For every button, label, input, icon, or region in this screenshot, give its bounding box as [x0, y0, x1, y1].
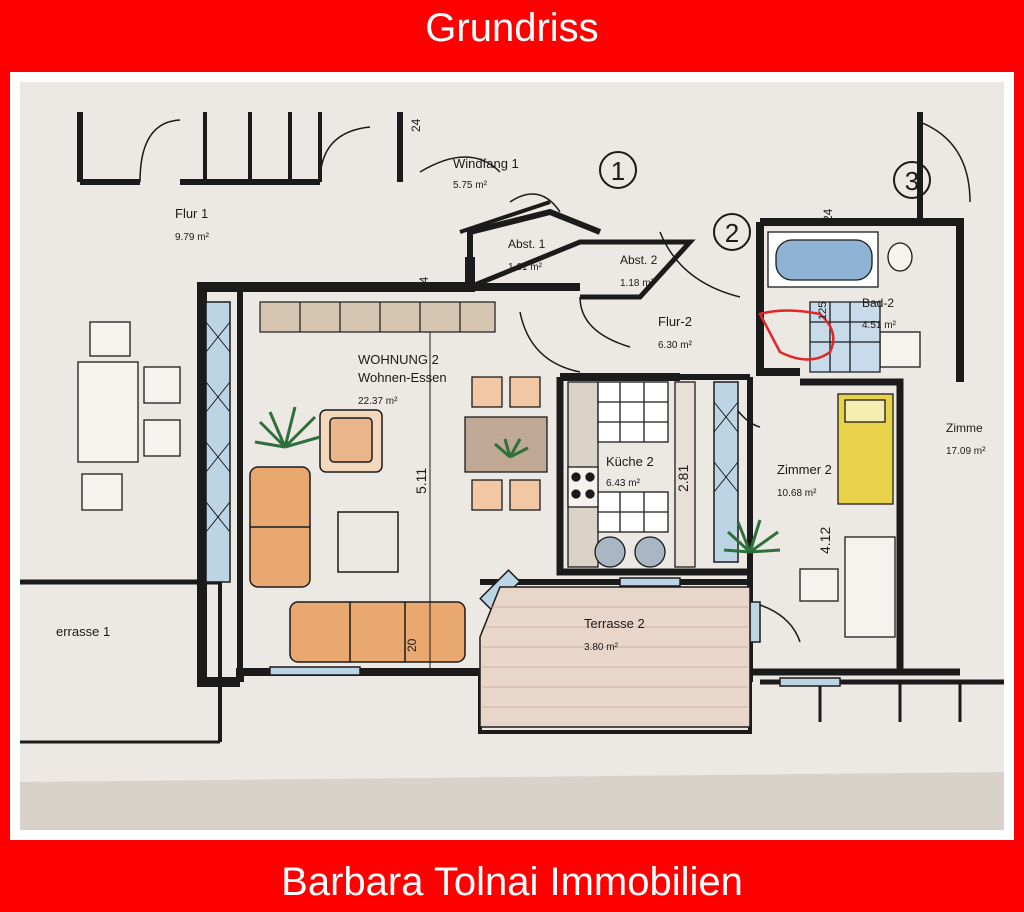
dimension-label: 20 — [405, 638, 419, 652]
dimension-label: 24 — [417, 276, 431, 290]
dimension-label: 24 — [821, 208, 835, 222]
dimension-label: 5.11 — [413, 468, 429, 494]
room-name: Abst. 1 — [508, 237, 546, 251]
plants — [254, 406, 781, 554]
marker-3: 3 — [893, 161, 931, 199]
floor-plan-photo: 1 2 3 Flur 1 9.79 m² Windfang 1 5.75 m² … — [20, 82, 1004, 830]
room-name: Terrasse 2 — [584, 616, 645, 631]
room-name: WOHNUNG 2 — [358, 352, 439, 367]
company-name: Barbara Tolnai Immobilien — [281, 860, 743, 904]
room-area: 4.51 m² — [862, 320, 897, 331]
marker-1: 1 — [599, 151, 637, 189]
door-swings — [139, 119, 971, 643]
dimension-label: 125 — [817, 302, 829, 320]
bedroom-furniture — [799, 393, 896, 638]
room-area: 3.80 m² — [584, 642, 619, 653]
room-name: Windfang 1 — [453, 156, 519, 171]
room-area: 1.18 m² — [620, 278, 655, 289]
room-name: Wohnen-Essen — [358, 370, 447, 385]
room-name: Zimmer 2 — [777, 462, 832, 477]
floor-plan: 1 2 3 Flur 1 9.79 m² Windfang 1 5.75 m² … — [20, 82, 1004, 830]
terrace-furniture — [77, 321, 181, 511]
room-name: Abst. 2 — [620, 253, 658, 267]
dimension-labels: 24 24 24 125 5.11 2.81 4.12 20 — [405, 118, 835, 652]
room-name: Flur-2 — [658, 314, 692, 329]
room-area: 1.61 m² — [508, 262, 543, 273]
room-name: Bad-2 — [862, 296, 894, 310]
dimension-label: 2.81 — [675, 465, 691, 492]
room-area: 17.09 m² — [946, 446, 986, 457]
coffee-table — [337, 511, 399, 573]
room-area: 10.68 m² — [777, 488, 817, 499]
paper-shadow — [20, 772, 1004, 830]
room-name: errasse 1 — [56, 624, 110, 639]
highlight-mark — [758, 309, 835, 361]
room-area: 6.30 m² — [658, 340, 693, 351]
armchair — [319, 409, 383, 473]
dimension-label: 24 — [409, 118, 423, 132]
windows — [205, 301, 841, 687]
header-title: Grundriss — [425, 6, 599, 50]
room-area: 5.75 m² — [453, 180, 488, 191]
sofa — [249, 466, 466, 663]
room-name: Flur 1 — [175, 206, 208, 221]
room-labels: Flur 1 9.79 m² Windfang 1 5.75 m² Abst. … — [56, 156, 986, 653]
svg-text:3: 3 — [905, 166, 919, 196]
room-area: 6.43 m² — [606, 478, 641, 489]
room-name: Zimme — [946, 421, 983, 435]
marker-2: 2 — [713, 213, 751, 251]
room-area: 9.79 m² — [175, 232, 210, 243]
svg-text:2: 2 — [725, 218, 739, 248]
room-name: Küche 2 — [606, 454, 654, 469]
terrace-floor — [479, 586, 751, 728]
kitchen-units — [567, 381, 696, 568]
svg-text:1: 1 — [611, 156, 625, 186]
dimension-label: 4.12 — [817, 527, 833, 554]
built-in-cabinets — [259, 301, 496, 333]
room-area: 22.37 m² — [358, 396, 398, 407]
